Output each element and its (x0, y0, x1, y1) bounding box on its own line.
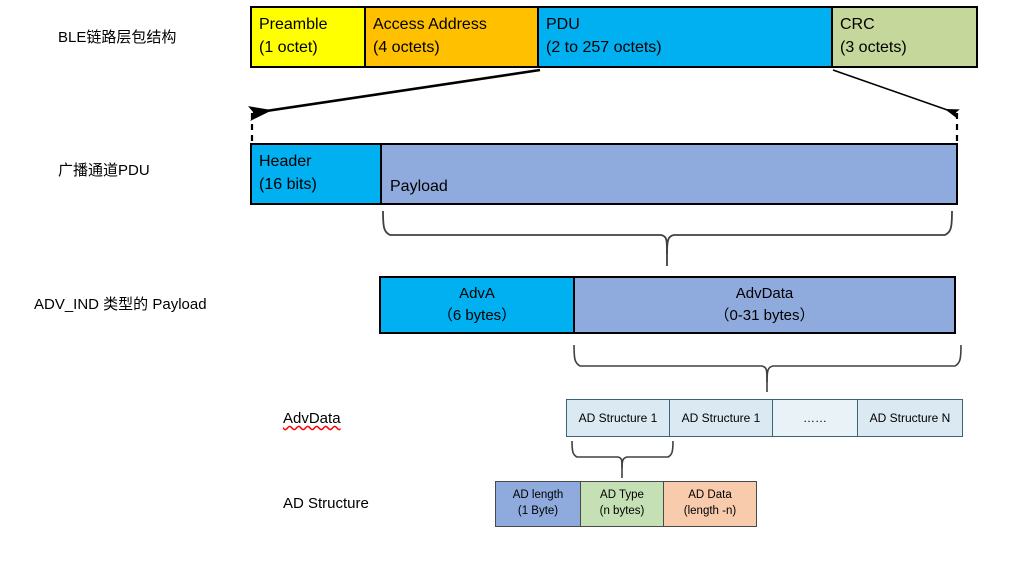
advdata-cell-n[interactable]: AD Structure N (857, 399, 963, 437)
field-advdata-size: （0-31 bytes） (714, 307, 815, 324)
field-adv-header-name: Header (259, 153, 312, 170)
field-ad-data[interactable]: AD Data (length -n) (663, 481, 757, 527)
advdata-cell-1[interactable]: AD Structure 1 (566, 399, 670, 437)
pdu-left-leader (248, 68, 541, 143)
field-pdu-size: (2 to 257 octets) (546, 39, 662, 57)
field-ad-length[interactable]: AD length (1 Byte) (495, 481, 581, 527)
row-label-link-layer: BLE链路层包结构 (58, 29, 177, 46)
field-ad-data-name: AD Data (688, 489, 732, 502)
field-ad-type-name: AD Type (600, 489, 644, 502)
field-advdata[interactable]: AdvData （0-31 bytes） (573, 276, 956, 334)
field-advdata-name: AdvData (735, 285, 794, 303)
field-pdu-name: PDU (546, 16, 580, 33)
row-label-advdata: AdvData (283, 410, 341, 427)
field-preamble-size: (1 octet) (259, 39, 318, 57)
brace-payload-to-advind (382, 210, 953, 266)
field-ad-data-size: (length -n) (683, 505, 737, 517)
field-access-address-name: Access Address (373, 16, 487, 33)
field-adv-header-size: (16 bits) (259, 176, 317, 194)
field-adv-payload[interactable]: Payload (380, 143, 958, 205)
field-ad-type-size: (n bytes) (599, 505, 645, 517)
advdata-cell-2[interactable]: AD Structure 1 (669, 399, 773, 437)
row-label-ad-structure: AD Structure (283, 495, 369, 512)
field-preamble-name: Preamble (259, 16, 328, 33)
field-adva-size: （6 bytes） (437, 307, 517, 324)
field-access-address[interactable]: Access Address (4 octets) (364, 6, 539, 68)
field-preamble[interactable]: Preamble (1 octet) (250, 6, 366, 68)
field-ad-length-name: AD length (512, 489, 564, 502)
field-adv-header[interactable]: Header (16 bits) (250, 143, 382, 205)
advdata-cell-ellipsis[interactable]: …… (772, 399, 858, 437)
brace-advdata-to-list (573, 344, 962, 392)
pdu-right-leader (832, 69, 960, 143)
field-ad-length-size: (1 Byte) (517, 505, 559, 517)
field-adva[interactable]: AdvA （6 bytes） (379, 276, 575, 334)
field-adv-payload-name: Payload (390, 178, 448, 195)
field-crc-name: CRC (840, 16, 875, 33)
row-label-adv-pdu: 广播通道PDU (58, 162, 150, 179)
field-pdu[interactable]: PDU (2 to 257 octets) (537, 6, 833, 68)
field-adva-name: AdvA (459, 285, 495, 303)
brace-structure-to-detail (571, 440, 674, 478)
field-crc-size: (3 octets) (840, 39, 907, 57)
field-access-address-size: (4 octets) (373, 39, 440, 57)
field-crc[interactable]: CRC (3 octets) (831, 6, 978, 68)
field-ad-type[interactable]: AD Type (n bytes) (580, 481, 664, 527)
row-label-adv-ind-payload: ADV_IND 类型的 Payload (34, 296, 207, 313)
